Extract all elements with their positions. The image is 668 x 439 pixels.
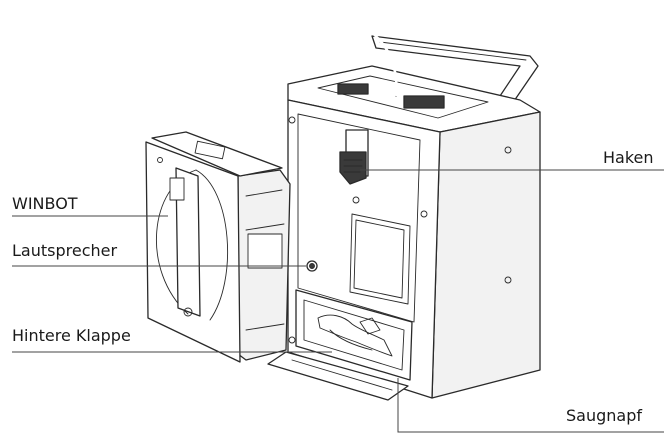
label-winbot: WINBOT bbox=[12, 194, 78, 213]
docking-station bbox=[267, 35, 541, 401]
winbot-robot bbox=[145, 131, 291, 363]
lid-slot-right bbox=[403, 95, 445, 109]
label-lautsprecher: Lautsprecher bbox=[12, 241, 118, 260]
label-saugnapf: Saugnapf bbox=[566, 406, 642, 425]
leader-saugnapf bbox=[397, 378, 664, 433]
label-hintere-klappe: Hintere Klappe bbox=[12, 326, 131, 345]
hook bbox=[339, 129, 369, 185]
label-haken: Haken bbox=[603, 148, 654, 167]
lid-slot-left bbox=[337, 83, 369, 95]
